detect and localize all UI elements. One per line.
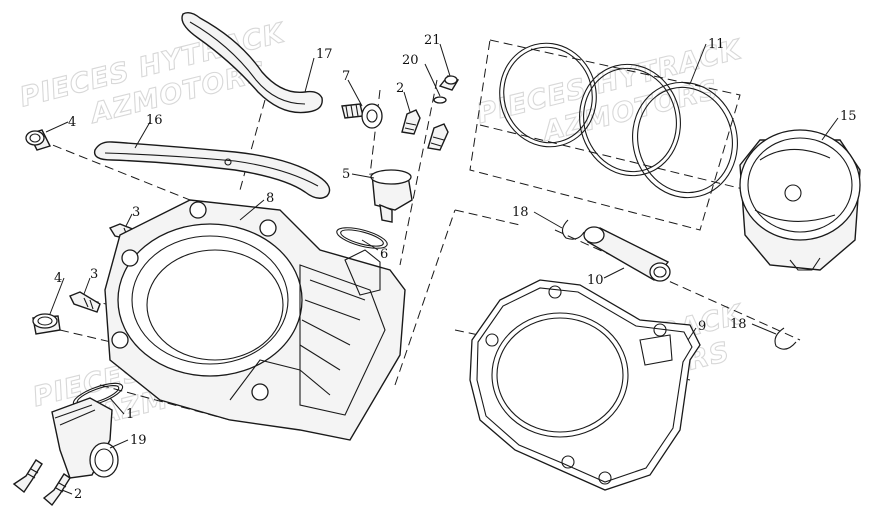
tensioner-bolt-a [401,109,421,135]
callout-leaders [45,43,839,495]
circlip-upper [561,219,585,240]
callout-8: 8 [266,191,274,206]
callout-20: 20 [402,53,419,68]
callout-2-upper: 2 [396,81,404,96]
tensioner-bolt [341,103,383,129]
piston-rings [499,42,738,199]
callout-labels: 4 16 17 7 2 20 21 11 15 5 3 8 6 3 4 18 1… [54,33,857,502]
coolant-elbow [51,397,119,479]
cylinder-head-gasket [469,279,701,491]
callout-11: 11 [708,37,725,52]
callout-18-lower: 18 [730,317,747,332]
callout-5: 5 [342,167,350,182]
circlip-lower [774,327,797,350]
callout-18-upper: 18 [512,205,529,220]
callout-1: 1 [126,407,134,422]
callout-6: 6 [380,247,388,262]
chain-guide-lower [93,141,331,199]
callout-3-lower: 3 [90,267,98,282]
tensioner-gasket [336,227,388,249]
callout-2-lower: 2 [74,487,82,502]
tensioner-bolt-b [427,123,449,151]
chain-guide-upper [181,11,323,114]
callout-4-lower: 4 [54,271,62,286]
elbow-bolt-left [12,459,43,494]
piston [739,129,861,271]
elbow-bolt-right [42,473,71,507]
cylinder-block [104,199,406,441]
cylinder-bolt-lower [69,291,101,313]
piston-pin [583,226,671,282]
callout-15: 15 [840,109,857,124]
callout-16: 16 [146,113,163,128]
sealing-washer [433,96,447,104]
callout-10: 10 [587,273,604,288]
callout-21: 21 [424,33,441,48]
callout-17: 17 [316,47,333,62]
callout-3-upper: 3 [132,205,140,220]
dowel-pin-lower [32,313,61,335]
callout-4-upper: 4 [68,115,76,130]
dowel-pin-upper [25,129,51,151]
callout-9: 9 [698,319,706,334]
callout-7: 7 [342,69,350,84]
chain-tensioner [370,169,413,223]
callout-19: 19 [130,433,147,448]
small-bolt [438,75,460,91]
